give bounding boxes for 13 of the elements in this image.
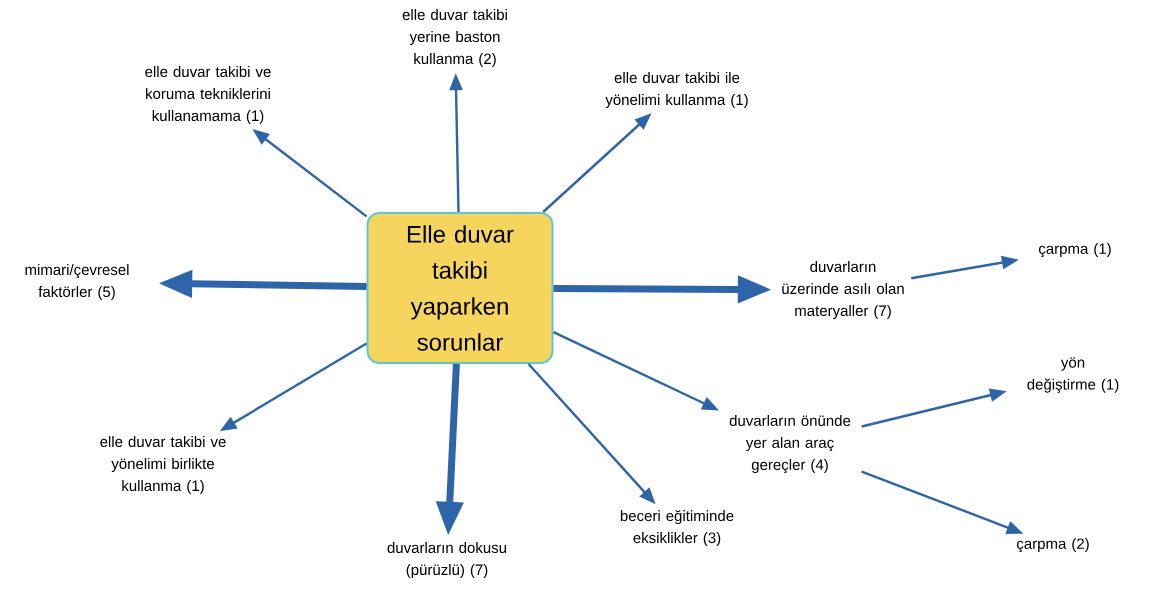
node-label: elle duvar takibi ve yönelimi birlikte kullanma (1) (100, 436, 226, 494)
node-label: elle duvar takibi ve koruma tekniklerini kullanamama (1) (145, 66, 271, 124)
node-label: mimari/çevresel faktörler (5) (25, 264, 129, 300)
node-label: çarpma (1) (1039, 243, 1111, 258)
node-label: elle duvar takibi yerine baston kullanma (2) (402, 9, 507, 67)
node-label: duvarların üzerinde asılı olan materyaller (7) (782, 261, 904, 319)
node-label: duvarların dokusu (pürüzlü) (7) (387, 542, 506, 578)
node-label: duvarların önünde yer alan araç gereçler (4) (729, 415, 851, 474)
node-label: yön değiştirme (1) (1027, 357, 1119, 393)
node-label: elle duvar takibi ile yönelimi kullanma (1) (605, 72, 748, 108)
topic-box: Elle duvar takibi yaparken sorunlar (366, 212, 554, 364)
node-label: çarpma (2) (1017, 538, 1089, 553)
node-label: beceri eğitiminde eksiklikler (3) (620, 509, 734, 547)
